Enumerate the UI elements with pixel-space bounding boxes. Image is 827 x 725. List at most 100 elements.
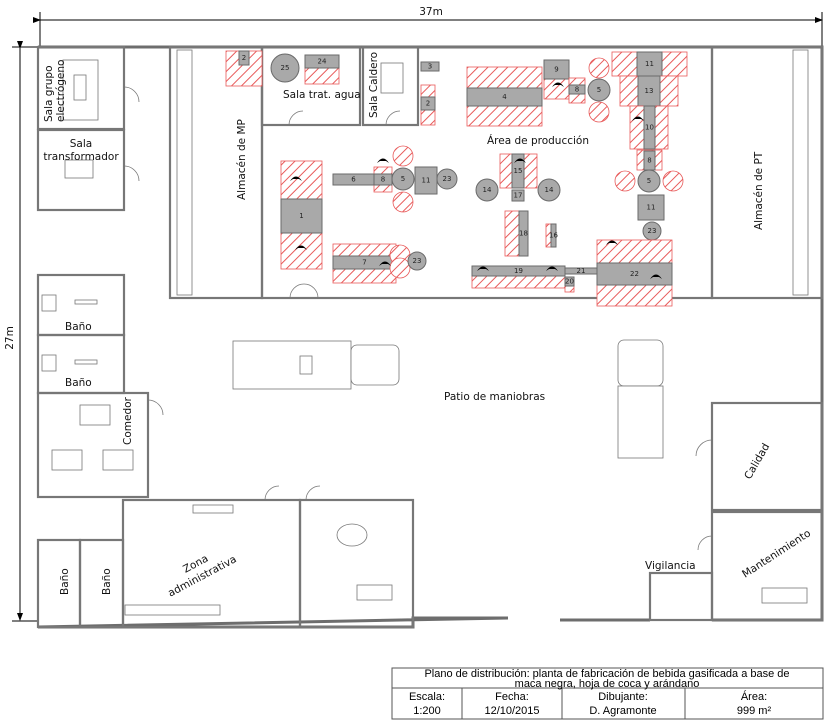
area-value: 999 m²: [737, 705, 772, 717]
equipment-25: 25: [270, 53, 300, 83]
dining-room-label: Comedor: [122, 396, 134, 445]
equipment-number: 8: [575, 86, 579, 94]
equipment-number: 9: [554, 66, 558, 74]
equipment-4: 4: [466, 66, 543, 127]
equipment-number: 6: [351, 176, 356, 184]
equipment-number: 5: [597, 86, 601, 94]
title-block: Plano de distribución: planta de fabrica…: [391, 667, 824, 720]
height-dimension: 27m: [4, 41, 38, 622]
equipment-number: 11: [647, 204, 656, 212]
equipment-number: 23: [413, 257, 422, 265]
equipment-number: 17: [514, 192, 523, 200]
operator-icon: [379, 261, 391, 266]
equipment-22: 22: [596, 239, 673, 307]
width-label: 37m: [419, 6, 443, 18]
operating-area: [588, 101, 610, 123]
area-label: Área:: [741, 690, 767, 703]
equipment-18: 18: [504, 210, 529, 257]
meeting-room: [298, 498, 415, 629]
operating-area: [471, 275, 566, 289]
equipment-number: 1: [299, 212, 303, 220]
doors: [123, 86, 713, 551]
generator-room-label: Sala grupoelectrógeno: [43, 60, 67, 122]
bathroom-3-label: Baño: [59, 568, 71, 595]
equipment-5: 5: [391, 145, 415, 213]
equipment-number: 11: [422, 177, 431, 185]
equipment-number: 7: [362, 259, 366, 267]
operating-area: [662, 170, 684, 192]
operator-icon: [377, 158, 389, 163]
machine: [466, 87, 543, 107]
equipment-number: 5: [401, 175, 405, 183]
equipment-number: 20: [565, 278, 574, 286]
equipment-8: 8: [568, 77, 586, 104]
equipment-number: 24: [318, 58, 327, 66]
machine: [643, 105, 656, 150]
machine: [238, 50, 250, 66]
machine: [420, 96, 436, 111]
machine: [511, 153, 525, 189]
equipment-19: 19: [471, 265, 566, 289]
yard-label: Patio de maniobras: [444, 391, 545, 403]
machine: [543, 59, 570, 80]
scale-label: Escala:: [409, 691, 445, 703]
equipment-2: 2: [420, 84, 436, 126]
bathroom-2-label: Baño: [65, 377, 92, 389]
operator-icon: [552, 82, 564, 87]
tank: [475, 178, 499, 202]
operator-icon: [477, 266, 489, 271]
operating-area: [392, 145, 414, 167]
boiler-room: [361, 45, 420, 127]
tank: [436, 168, 458, 190]
operating-area: [504, 210, 520, 257]
tank: [537, 178, 561, 202]
bathroom-4-label: Baño: [101, 568, 113, 595]
tank: [391, 167, 415, 191]
operator-icon: [650, 274, 662, 279]
operator-icon: [514, 158, 526, 163]
equipment-20: 20: [564, 276, 575, 293]
drafter-value: D. Agramonte: [589, 705, 656, 717]
equipment-23: 23: [389, 244, 427, 279]
equipment-number: 25: [281, 64, 290, 72]
equipment-number: 2: [242, 54, 246, 62]
machine: [420, 61, 440, 72]
equipment-2: 2: [225, 50, 263, 87]
date-value: 12/10/2015: [484, 705, 539, 717]
machine: [280, 198, 323, 234]
tank: [637, 169, 661, 193]
equipment-5: 5: [587, 57, 611, 123]
machine: [511, 189, 525, 202]
equipment-number: 4: [502, 93, 507, 101]
equipment-number: 14: [545, 186, 554, 194]
equipment-1: 1: [280, 160, 323, 270]
equipment-3: 3: [420, 61, 440, 72]
equipment-16: 16: [545, 223, 558, 248]
title-line-1: Plano de distribución: planta de fabrica…: [424, 668, 789, 680]
truck-right: [617, 339, 664, 459]
equipment-number: 23: [648, 227, 657, 235]
tank: [407, 251, 427, 271]
equipment-15: 15: [499, 153, 538, 189]
production-area-label: Área de producción: [487, 134, 589, 147]
machine: [637, 194, 665, 221]
equipment-number: 23: [443, 175, 452, 183]
outer-wall: [37, 45, 824, 629]
operating-area: [389, 257, 411, 279]
dining-room: [36, 391, 150, 499]
equipment-number: 19: [514, 267, 523, 275]
equipment-number: 3: [428, 63, 432, 71]
equipment-11: 11: [611, 51, 688, 77]
equipment-23: 23: [436, 168, 458, 190]
machine: [636, 51, 663, 77]
operator-icon: [295, 245, 307, 250]
water-treatment-label: Sala trat. agua: [283, 89, 361, 101]
equipment-17: 17: [511, 189, 525, 202]
raw-material-storage-label: Almacén de MP: [236, 119, 248, 200]
operating-area: [588, 57, 610, 79]
machine: [568, 84, 586, 95]
machine: [564, 276, 575, 287]
drafter-label: Dibujante:: [598, 691, 648, 703]
machine: [471, 265, 566, 277]
